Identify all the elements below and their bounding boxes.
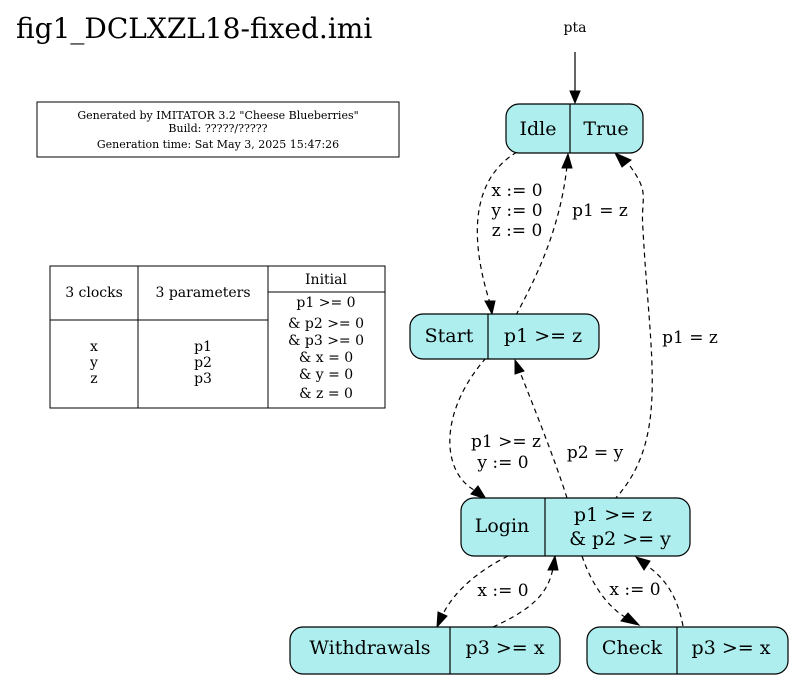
edge-login-to-idle: [613, 161, 653, 501]
info-generator: Generated by IMITATOR 3.2 "Cheese Bluebe…: [77, 109, 358, 122]
label-login-to-check-update: x := 0: [609, 580, 660, 600]
automaton-name: pta: [564, 20, 587, 36]
edge-start-to-idle: [515, 165, 568, 316]
initial-constraint: & z = 0: [299, 386, 353, 402]
location-idle-invariant: True: [583, 118, 628, 140]
initial-constraint: & y = 0: [299, 367, 353, 383]
initial-constraint: & p3 >= 0: [288, 333, 364, 349]
edge-idle-to-start-arrowhead: [484, 300, 496, 316]
location-start-box: [409, 313, 600, 360]
variables-table: 3 clocks 3 parameters Initial x y z p1 p…: [49, 265, 386, 409]
edge-login-to-idle-arrowhead: [613, 151, 632, 168]
location-start-name: Start: [425, 325, 474, 347]
location-start-invariant: p1 >= z: [504, 325, 582, 347]
location-withdrawals-name: Withdrawals: [309, 637, 430, 659]
clock-name: z: [90, 371, 97, 387]
location-idle: Idle True: [505, 103, 644, 154]
location-check: Check p3 >= x: [586, 626, 789, 675]
initial-constraint: p1 >= 0: [296, 295, 355, 311]
edge-login-to-start: [519, 371, 568, 499]
location-login-invariant: p1 >= z: [574, 504, 652, 526]
initial-edge-arrowhead: [569, 90, 581, 105]
location-login-invariant: & p2 >= y: [569, 528, 671, 550]
location-start: Start p1 >= z: [409, 313, 600, 360]
info-box-frame: [36, 101, 400, 158]
edge-start-to-idle-arrowhead: [561, 152, 573, 169]
label-idle-to-start-update: z := 0: [492, 221, 543, 241]
edge-check-to-login-arrowhead: [634, 556, 651, 571]
location-withdrawals-invariant: p3 >= x: [466, 637, 545, 659]
parameter-name: p1: [194, 339, 212, 355]
info-generation-time: Generation time: Sat May 3, 2025 15:47:2…: [97, 138, 339, 151]
edge-login-to-withdrawals-arrowhead: [436, 611, 448, 629]
clock-name: y: [89, 355, 98, 371]
edge-withdrawals-to-login-arrowhead: [547, 554, 559, 571]
label-start-to-idle-guard: p1 = z: [572, 201, 628, 221]
clocks-header: 3 clocks: [65, 285, 123, 301]
label-start-to-login-guard: p1 >= z: [471, 432, 541, 452]
edge-idle-to-start: [476, 151, 518, 304]
info-box: Generated by IMITATOR 3.2 "Cheese Bluebe…: [36, 101, 400, 158]
info-build: Build: ?????/?????: [168, 122, 267, 135]
label-login-to-idle-guard: p1 = z: [662, 328, 718, 348]
initial-constraint: & p2 >= 0: [288, 316, 364, 332]
label-idle-to-start-update: x := 0: [491, 181, 542, 201]
edge-check-to-login: [645, 564, 684, 627]
parameter-name: p3: [194, 371, 212, 387]
location-idle-box: [505, 103, 644, 154]
edge-login-to-withdrawals: [442, 555, 509, 615]
initial-constraint: & x = 0: [299, 350, 353, 366]
parameters-header: 3 parameters: [155, 285, 250, 301]
diagram-title: fig1_DCLXZL18-fixed.imi: [16, 12, 372, 45]
edge-login-to-check-arrowhead: [620, 612, 641, 626]
edge-withdrawals-to-login: [492, 567, 554, 628]
location-login: Login p1 >= z & p2 >= y: [460, 497, 691, 557]
edge-start-to-login: [449, 357, 487, 491]
label-idle-to-start-update: y := 0: [490, 201, 542, 221]
location-login-box: [460, 497, 691, 557]
edge-login-to-check: [581, 555, 626, 618]
table-frame: [49, 265, 386, 409]
location-withdrawals: Withdrawals p3 >= x: [289, 626, 561, 675]
label-login-to-start-guard: p2 = y: [567, 443, 624, 463]
parameter-name: p2: [194, 355, 212, 371]
location-check-box: [586, 626, 789, 675]
edge-start-to-login-arrowhead: [470, 485, 488, 500]
location-idle-name: Idle: [520, 118, 557, 140]
initial-header: Initial: [305, 272, 347, 288]
location-login-name: Login: [475, 515, 530, 537]
label-start-to-login-update: y := 0: [476, 453, 528, 473]
location-withdrawals-box: [289, 626, 561, 675]
location-check-invariant: p3 >= x: [692, 637, 771, 659]
label-login-to-withdrawals-update: x := 0: [477, 581, 528, 601]
location-check-name: Check: [602, 637, 663, 659]
edge-login-to-start-arrowhead: [514, 358, 525, 375]
clock-name: x: [90, 339, 98, 355]
